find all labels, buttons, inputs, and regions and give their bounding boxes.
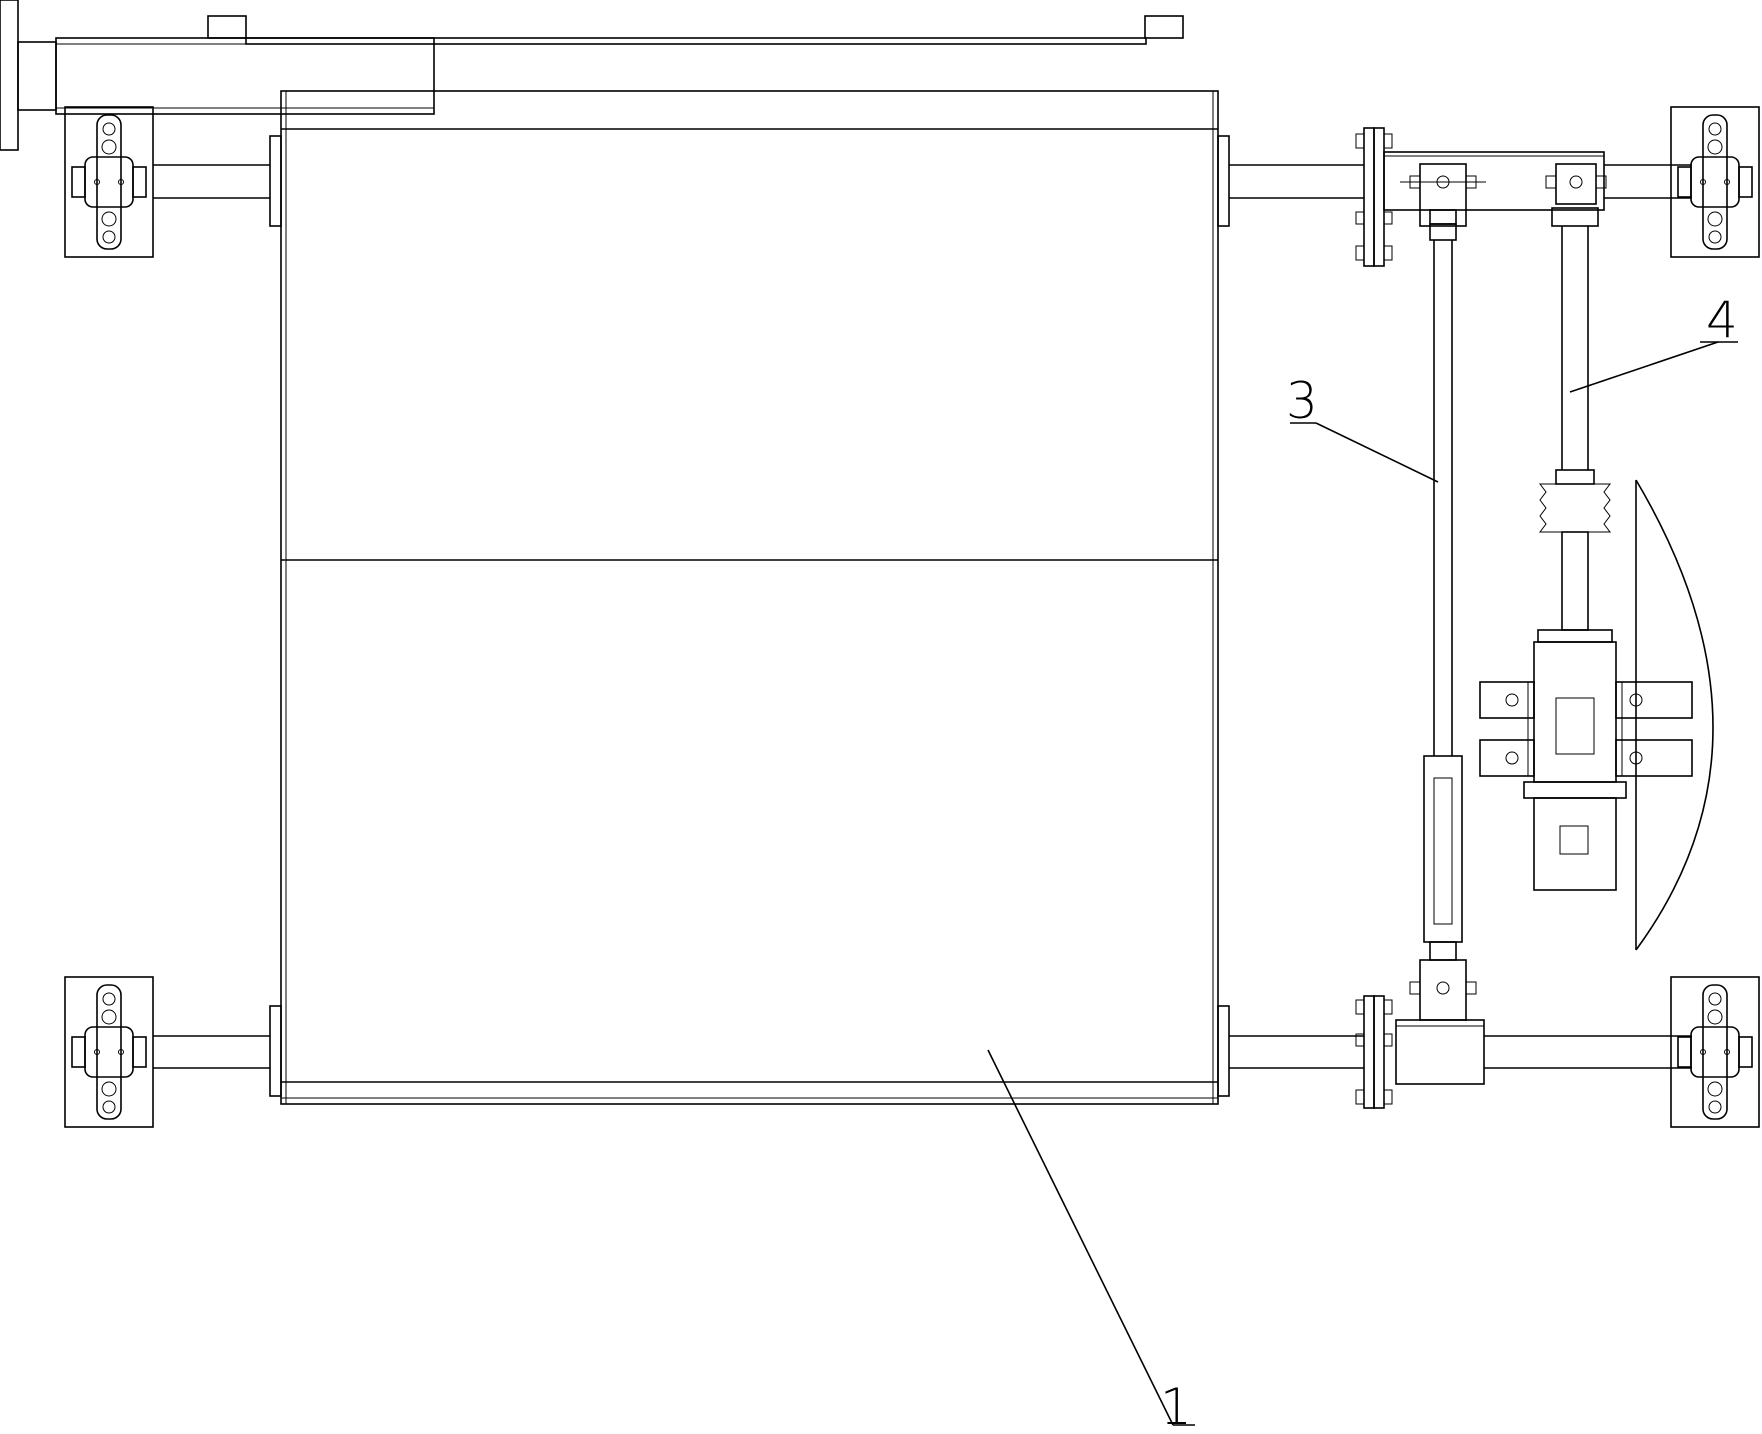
top-beam bbox=[0, 0, 1184, 151]
main-panel bbox=[269, 90, 1230, 1105]
connecting-rod bbox=[1409, 223, 1477, 1021]
callout-label-4: 4 bbox=[1706, 291, 1738, 349]
actuator bbox=[1479, 207, 1693, 891]
shafts bbox=[153, 164, 1692, 1069]
callout-label-3: 3 bbox=[1286, 372, 1318, 430]
bearing-block-bottom-left bbox=[64, 976, 154, 1128]
curved-guard bbox=[1635, 479, 1714, 951]
crank-block-bottom bbox=[1395, 1019, 1485, 1085]
flange-bottom bbox=[1355, 995, 1393, 1109]
bearing-block-top-left bbox=[64, 106, 154, 258]
leader-lines bbox=[987, 341, 1738, 1426]
flange-top bbox=[1355, 127, 1393, 267]
bearing-block-top-right bbox=[1670, 106, 1760, 258]
bearing-block-bottom-right bbox=[1670, 976, 1760, 1128]
callout-label-1: 1 bbox=[1160, 1378, 1192, 1434]
crank-arm-top bbox=[1383, 151, 1607, 227]
